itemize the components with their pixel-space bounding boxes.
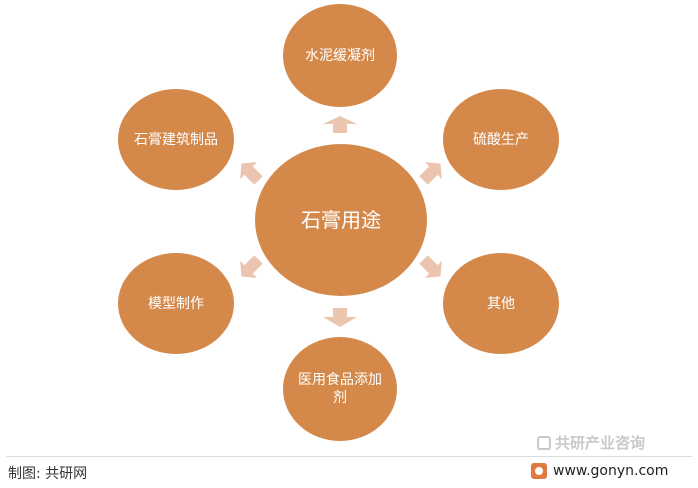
website-url: www.gonyn.com xyxy=(553,463,669,479)
node-label: 其他 xyxy=(487,295,515,312)
arrow-down-right xyxy=(419,255,442,278)
node-label: 石膏建筑制品 xyxy=(134,131,218,148)
source-credit: 制图: 共研网 xyxy=(8,466,88,482)
node-label: 模型制作 xyxy=(148,295,204,312)
node-sulfuric-acid: 硫酸生产 xyxy=(443,89,559,190)
arrow-up-right xyxy=(419,162,442,185)
center-node: 石膏用途 xyxy=(255,144,427,296)
watermark-text: 共研产业咨询 xyxy=(555,434,646,452)
arrow-down xyxy=(323,308,357,327)
footer-divider xyxy=(6,456,692,457)
node-label: 水泥缓凝剂 xyxy=(305,47,375,64)
node-other: 其他 xyxy=(443,253,559,354)
website-badge: www.gonyn.com xyxy=(531,463,668,479)
gonyn-logo-icon xyxy=(531,463,547,479)
center-label: 石膏用途 xyxy=(301,208,381,232)
arrow-up xyxy=(323,116,357,133)
node-cement-retarder: 水泥缓凝剂 xyxy=(283,4,397,107)
arrow-up-left xyxy=(240,162,263,185)
node-medical-food-additive: 医用食品添加剂 xyxy=(283,337,397,441)
node-model-making: 模型制作 xyxy=(118,253,234,354)
watermark: 共研产业咨询 xyxy=(537,432,645,453)
arrow-down-left xyxy=(240,255,263,278)
watermark-logo-icon xyxy=(537,435,551,450)
node-label: 医用食品添加剂 xyxy=(298,372,382,406)
node-label: 硫酸生产 xyxy=(473,131,529,148)
node-gypsum-building-products: 石膏建筑制品 xyxy=(118,89,234,190)
